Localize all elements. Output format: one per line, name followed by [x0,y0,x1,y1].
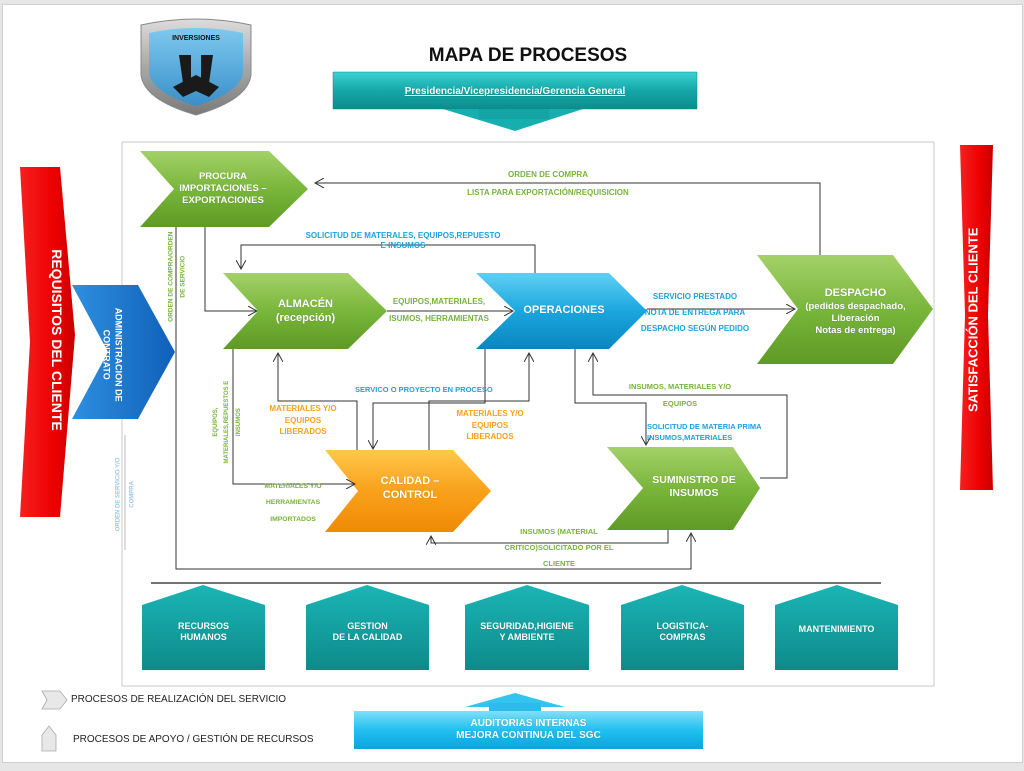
pentagon-shape-icon [41,725,57,752]
support-logistica-compras: LOGISTICA-COMPRAS [656,620,709,642]
operaciones-shape [476,273,647,349]
page-title: MAPA DE PROCESOS [428,45,628,66]
almacen-label: ALMACÉN(recepción) [275,298,336,324]
operaciones-label: OPERACIONES [523,304,605,317]
suministro-shape [607,447,760,530]
client-satisfaction-shape [960,145,993,490]
chevron-shape-icon [41,690,68,710]
flow-label-servicio-proceso: SERVICO O PROYECTO EN PROCESO [355,385,493,394]
client-satisfaction-label: SATISFACCIÓN DEL CLIENTE [965,227,981,412]
top-banner-shape [332,71,698,131]
diagram-canvas [20,18,993,752]
slide: MAPA DE PROCESOS Presidencia/Vicepreside… [2,4,1023,763]
flow-label-equipos-materiales: EQUIPOS,MATERIALES,ISUMOS, HERRAMIENTAS [389,297,489,323]
contract-shape [72,285,175,419]
flow-connectors [124,183,881,584]
legend-apoyo: PROCESOS DE APOYO / GESTIÓN DE RECURSOS [73,734,314,745]
almacen-shape [223,273,387,349]
calidad-shape [325,450,491,532]
bottom-banner-shape [354,693,703,749]
top-banner-label: Presidencia/Vicepresidencia/Gerencia Gen… [404,85,626,97]
shield-logo-icon [140,18,252,116]
calidad-label: CALIDAD –CONTROL [380,475,440,501]
flow-label-solicitud-materiales: SOLICITUD DE MATERALES, EQUIPOS,REPUESTO… [305,231,501,250]
client-requirements-shape [20,167,75,517]
support-shapes [142,585,898,670]
client-requirements-label: REQUISITOS DEL CLIENTE [49,249,65,431]
legend-realizacion: PROCESOS DE REALIZACIÓN DEL SERVICIO [71,694,287,705]
support-mantenimiento: MANTENIMIENTO [798,624,875,635]
despacho-shape [757,255,933,364]
procura-shape [140,151,308,227]
logo-text: INVERSIONES [172,35,220,42]
contract-label: ADMINISTRACION DE CONTRATO [102,307,124,402]
